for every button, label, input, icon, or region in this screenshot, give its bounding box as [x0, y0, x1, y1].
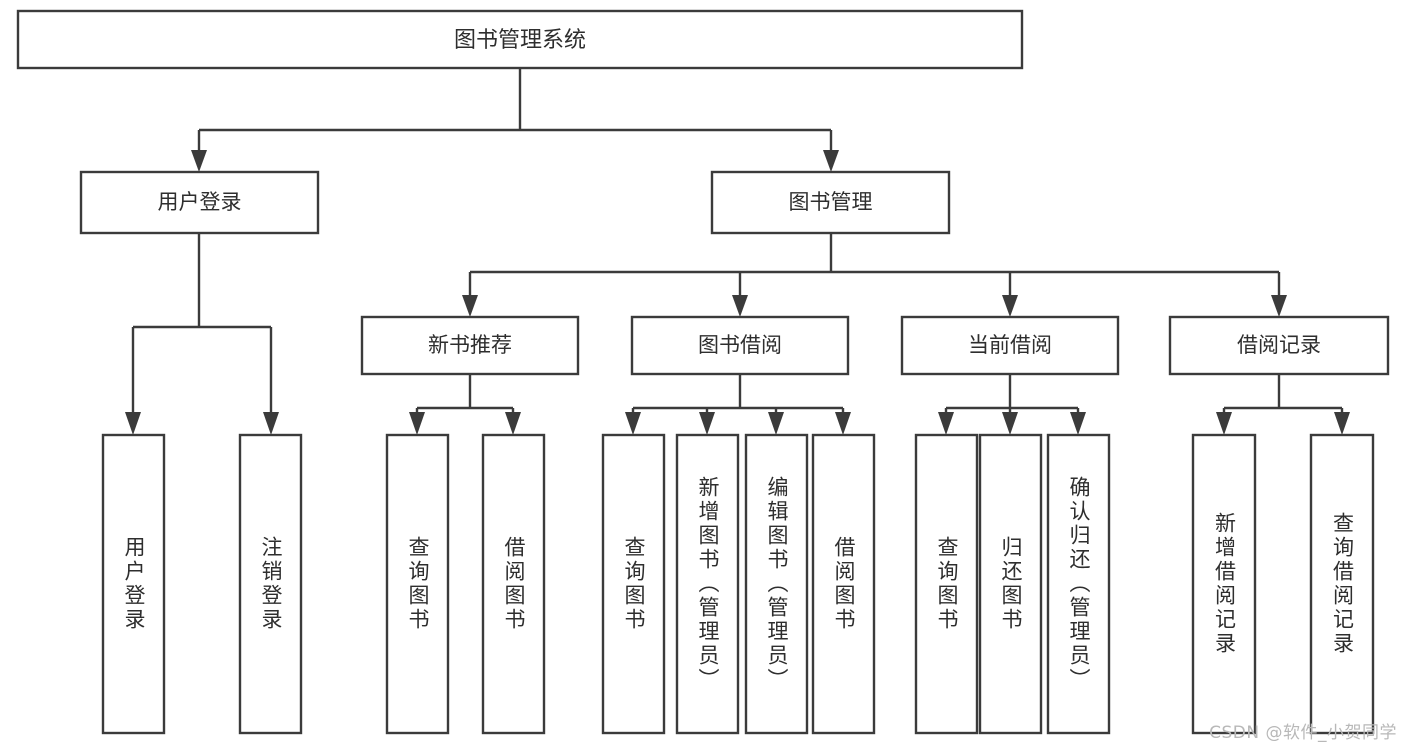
leaf-box-logout[interactable] [238, 433, 303, 735]
arrowhead-newbook-leaf-1 [409, 412, 425, 435]
leaf-box-query-book-cur[interactable] [914, 433, 979, 735]
leaf-box-return-book[interactable] [978, 433, 1043, 735]
leaf-box-user-login[interactable] [101, 433, 166, 735]
node-current-borrow-box[interactable] [900, 315, 1120, 376]
arrowhead-borrow-leaf-4 [835, 412, 851, 435]
connector-user-login-trunk [131, 233, 273, 420]
arrowhead-borrow-leaf-1 [625, 412, 641, 435]
leaf-box-add-record[interactable] [1191, 433, 1257, 735]
connectors-group [125, 68, 1350, 435]
arrowhead-current-leaf-3 [1070, 412, 1086, 435]
watermark-text: CSDN @软件_小贺同学 [1209, 723, 1397, 743]
node-borrow-record-label: 借阅记录 [1237, 333, 1321, 357]
arrowhead-userlogin-leaf-1 [125, 412, 141, 435]
arrowhead-record-leaf-1 [1216, 412, 1232, 435]
node-current-borrow[interactable]: 当前借阅 [900, 315, 1120, 376]
node-root[interactable]: 图书管理系统 [16, 9, 1024, 70]
node-borrow-record-box[interactable] [1168, 315, 1390, 376]
leaf-box-add-book-admin[interactable] [675, 433, 740, 735]
arrowhead-current-leaf-1 [938, 412, 954, 435]
node-book-management-label: 图书管理 [789, 190, 873, 214]
arrowhead-bookmgmt-to-borrow [732, 295, 748, 317]
node-user-login-box[interactable] [79, 170, 320, 235]
arrowhead-root-to-book-mgmt [823, 150, 839, 172]
arrowhead-newbook-leaf-2 [505, 412, 521, 435]
node-book-borrow-box[interactable] [630, 315, 850, 376]
leaf-box-borrow-book-new[interactable] [481, 433, 546, 735]
arrowhead-borrow-leaf-3 [768, 412, 784, 435]
node-new-book-recommend-label: 新书推荐 [428, 333, 512, 357]
node-book-borrow-label: 图书借阅 [698, 333, 782, 357]
connector-borrow-trunk [631, 374, 845, 420]
leaf-boxes-group [101, 433, 1375, 735]
node-book-management[interactable]: 图书管理 [710, 170, 951, 235]
node-user-login[interactable]: 用户登录 [79, 170, 320, 235]
arrowhead-userlogin-leaf-2 [263, 412, 279, 435]
node-book-borrow[interactable]: 图书借阅 [630, 315, 850, 376]
leaf-box-query-book-new[interactable] [385, 433, 450, 735]
leaf-box-confirm-return[interactable] [1046, 433, 1111, 735]
node-root-label: 图书管理系统 [454, 28, 586, 53]
connector-book-mgmt-trunk [468, 233, 1281, 303]
leaf-box-query-book-borrow[interactable] [601, 433, 666, 735]
arrowhead-bookmgmt-to-current [1002, 295, 1018, 317]
node-borrow-record[interactable]: 借阅记录 [1168, 315, 1390, 376]
arrowhead-current-leaf-2 [1002, 412, 1018, 435]
arrowhead-bookmgmt-to-newbook [462, 295, 478, 317]
leaf-box-edit-book-admin[interactable] [744, 433, 809, 735]
connector-root-trunk [197, 68, 833, 158]
node-user-login-label: 用户登录 [158, 190, 242, 214]
node-book-management-box[interactable] [710, 170, 951, 235]
node-new-book-recommend-box[interactable] [360, 315, 580, 376]
arrowhead-bookmgmt-to-record [1271, 295, 1287, 317]
node-root-box[interactable] [16, 9, 1024, 70]
node-current-borrow-label: 当前借阅 [968, 333, 1052, 357]
arrowhead-record-leaf-2 [1334, 412, 1350, 435]
arrowhead-root-to-user-login [191, 150, 207, 172]
connector-newbook-trunk [415, 374, 515, 420]
leaf-box-borrow-book[interactable] [811, 433, 876, 735]
connector-record-trunk [1222, 374, 1344, 420]
leaf-box-query-record[interactable] [1309, 433, 1375, 735]
arrowhead-borrow-leaf-2 [699, 412, 715, 435]
node-new-book-recommend[interactable]: 新书推荐 [360, 315, 580, 376]
